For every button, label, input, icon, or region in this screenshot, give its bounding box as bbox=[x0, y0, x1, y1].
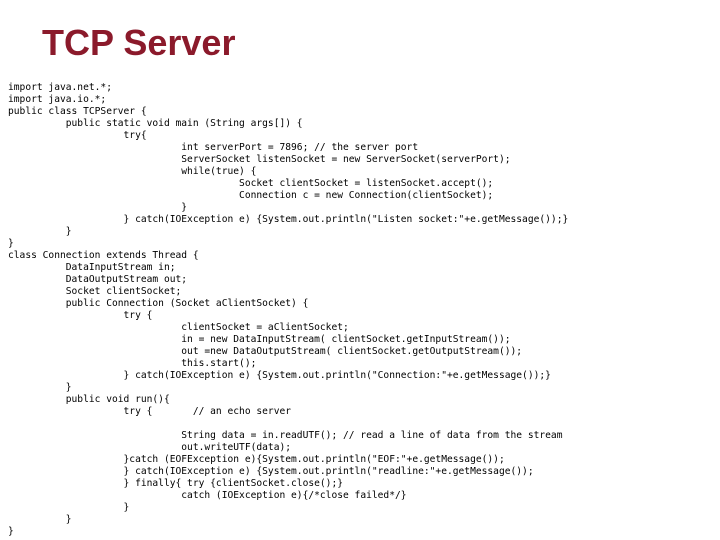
code-line: public void run(){ bbox=[8, 394, 170, 405]
code-line: class Connection extends Thread { bbox=[8, 250, 199, 261]
code-line: try{ bbox=[8, 130, 147, 141]
code-line: } bbox=[8, 238, 14, 249]
code-line: clientSocket = aClientSocket; bbox=[8, 322, 349, 333]
slide-title: TCP Server bbox=[42, 22, 236, 63]
code-line: out.writeUTF(data); bbox=[8, 442, 292, 453]
code-line: Connection c = new Connection(clientSock… bbox=[8, 190, 494, 201]
code-line: public static void main (String args[]) … bbox=[8, 118, 303, 129]
code-line: Socket clientSocket = listenSocket.accep… bbox=[8, 178, 494, 189]
code-line bbox=[8, 418, 568, 430]
code-line: int serverPort = 7896; // the server por… bbox=[8, 142, 419, 153]
code-line: try { bbox=[8, 310, 153, 321]
code-listing: import java.net.*;import java.io.*;publi… bbox=[8, 82, 568, 538]
code-line: } bbox=[8, 502, 130, 513]
code-line: import java.io.*; bbox=[8, 94, 107, 105]
code-line: String data = in.readUTF(); // read a li… bbox=[8, 430, 563, 441]
code-line: catch (IOException e){/*close failed*/} bbox=[8, 490, 407, 501]
code-line: } bbox=[8, 382, 72, 393]
code-line: this.start(); bbox=[8, 358, 257, 369]
code-line: public class TCPServer { bbox=[8, 106, 147, 117]
code-line: public Connection (Socket aClientSocket)… bbox=[8, 298, 309, 309]
code-line: DataOutputStream out; bbox=[8, 274, 188, 285]
code-line: } bbox=[8, 226, 72, 237]
code-line: } finally{ try {clientSocket.close();} bbox=[8, 478, 344, 489]
code-line: } catch(IOException e) {System.out.print… bbox=[8, 370, 551, 381]
code-line: while(true) { bbox=[8, 166, 257, 177]
code-line: try { // an echo server bbox=[8, 406, 292, 417]
code-line: import java.net.*; bbox=[8, 82, 112, 93]
code-line: } catch(IOException e) {System.out.print… bbox=[8, 214, 569, 225]
code-line: } bbox=[8, 202, 188, 213]
code-line: DataInputStream in; bbox=[8, 262, 176, 273]
code-line: } bbox=[8, 514, 72, 525]
code-line: out =new DataOutputStream( clientSocket.… bbox=[8, 346, 523, 357]
code-line: Socket clientSocket; bbox=[8, 286, 182, 297]
code-line: }catch (EOFException e){System.out.print… bbox=[8, 454, 505, 465]
code-line: ServerSocket listenSocket = new ServerSo… bbox=[8, 154, 511, 165]
code-line: } catch(IOException e) {System.out.print… bbox=[8, 466, 534, 477]
code-line: } bbox=[8, 526, 14, 537]
code-line: in = new DataInputStream( clientSocket.g… bbox=[8, 334, 511, 345]
